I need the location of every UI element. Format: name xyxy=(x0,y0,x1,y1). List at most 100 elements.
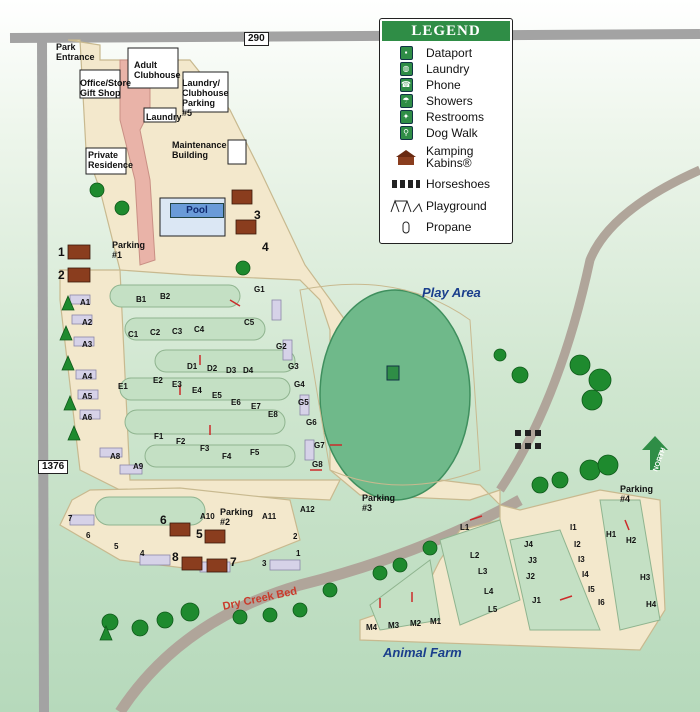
site-label: B1 xyxy=(136,295,147,304)
site-label: 1 xyxy=(296,549,301,558)
site-label: 3 xyxy=(262,559,267,568)
trees xyxy=(59,182,619,641)
legend-row: ☂ Showers xyxy=(386,93,473,109)
cabin-icon xyxy=(396,150,416,165)
legend-row: Kamping Kabins® xyxy=(386,143,473,171)
park-entrance-label: Park Entrance xyxy=(56,42,95,62)
legend-row: Playground xyxy=(386,198,487,214)
legend-label: Dataport xyxy=(426,46,473,60)
laundry-icon: ◍ xyxy=(399,62,413,76)
site-label: G2 xyxy=(276,342,287,351)
highway-290-road xyxy=(9,29,700,43)
adult-clubhouse-label: Adult Clubhouse xyxy=(134,60,181,80)
site-label: C3 xyxy=(172,327,183,336)
site-label: J1 xyxy=(532,596,541,605)
site-label: 5 xyxy=(114,542,119,551)
play-area-border xyxy=(299,283,481,486)
cabin-2-label: 2 xyxy=(58,268,65,282)
shower-icon: ☂ xyxy=(399,94,413,108)
horseshoes-icon xyxy=(392,180,420,188)
site-label: E6 xyxy=(231,398,241,407)
site-label: H2 xyxy=(626,536,637,545)
maintenance-label: Maintenance Building xyxy=(172,140,227,160)
cabin-8-label: 8 xyxy=(172,550,179,564)
site-label: E5 xyxy=(212,391,222,400)
legend-row: Horseshoes xyxy=(386,176,490,192)
north-compass-icon xyxy=(642,436,668,470)
site-label: G5 xyxy=(298,398,309,407)
legend-row: ▪ Dataport xyxy=(386,45,472,61)
dog-walk-marker xyxy=(386,365,400,381)
highway-1376-shield: 1376 xyxy=(38,460,69,474)
site-label: A4 xyxy=(82,372,93,381)
dry-creek-bed xyxy=(115,495,523,712)
site-label: I4 xyxy=(582,570,589,579)
site-label: M4 xyxy=(366,623,378,632)
cabins xyxy=(67,189,257,573)
site-label: F3 xyxy=(200,444,210,453)
site-label: G1 xyxy=(254,285,265,294)
dog-walk-icon: ⚲ xyxy=(399,126,413,140)
play-area-label: Play Area xyxy=(422,285,481,300)
laundry-parking-label: Laundry/ Clubhouse Parking #5 xyxy=(182,78,229,118)
private-residence-label: Private Residence xyxy=(88,150,134,170)
legend-row: ◍ Laundry xyxy=(386,61,469,77)
site-label: 6 xyxy=(86,531,91,540)
site-label: D2 xyxy=(207,364,218,373)
site-label: A1 xyxy=(80,298,91,307)
propane-icon xyxy=(402,221,410,234)
site-label: A6 xyxy=(82,413,93,422)
animal-farm-label: Animal Farm xyxy=(383,645,462,660)
horseshoes-pits xyxy=(515,430,541,449)
site-label: 4 xyxy=(140,549,145,558)
site-label: E7 xyxy=(251,402,261,411)
site-label: D1 xyxy=(187,362,198,371)
site-label: L1 xyxy=(460,523,470,532)
cabin-6-label: 6 xyxy=(160,513,167,527)
site-label: I6 xyxy=(598,598,605,607)
site-label: 2 xyxy=(293,532,298,541)
site-label: A2 xyxy=(82,318,93,327)
site-label: A10 xyxy=(200,512,215,521)
traffic-arrows xyxy=(179,299,630,608)
site-label: L5 xyxy=(488,605,498,614)
site-label: J3 xyxy=(528,556,537,565)
site-pads xyxy=(69,294,315,573)
legend-label: Dog Walk xyxy=(426,126,478,140)
site-label: D3 xyxy=(226,366,237,375)
legend-title: LEGEND xyxy=(382,21,510,41)
site-label: E2 xyxy=(153,376,163,385)
play-area-field xyxy=(319,289,471,501)
highway-290-shield: 290 xyxy=(244,32,269,46)
parking-3-label: Parking #3 xyxy=(362,493,396,513)
legend-label: Horseshoes xyxy=(426,177,491,191)
cabin-3-label: 3 xyxy=(254,208,261,222)
site-label: C5 xyxy=(244,318,255,327)
site-label: J2 xyxy=(526,572,535,581)
parking-2-label: Parking #2 xyxy=(220,507,254,527)
legend-row: ☎ Phone xyxy=(386,77,461,93)
site-label: A9 xyxy=(133,462,144,471)
site-label: A11 xyxy=(262,512,277,521)
cabin-4-label: 4 xyxy=(262,240,269,254)
legend-label: Kamping Kabins® xyxy=(426,144,474,170)
site-label: G6 xyxy=(306,418,317,427)
legend-row: ✦ Restrooms xyxy=(386,109,484,125)
site-label: L2 xyxy=(470,551,480,560)
parking-1-label: Parking #1 xyxy=(112,240,146,260)
site-label: I5 xyxy=(588,585,595,594)
legend-row: Propane xyxy=(386,219,471,235)
highway-1376-road xyxy=(37,37,49,712)
site-label: H3 xyxy=(640,573,651,582)
site-label: L4 xyxy=(484,587,494,596)
playground-icon xyxy=(390,199,423,213)
site-label: I3 xyxy=(578,555,585,564)
parking-4-label: Parking #4 xyxy=(620,484,654,504)
site-label: M3 xyxy=(388,621,400,630)
site-label: E8 xyxy=(268,410,278,419)
site-label: M2 xyxy=(410,619,422,628)
dataport-icon: ▪ xyxy=(399,46,413,60)
site-label: G7 xyxy=(314,441,325,450)
site-label: I2 xyxy=(574,540,581,549)
